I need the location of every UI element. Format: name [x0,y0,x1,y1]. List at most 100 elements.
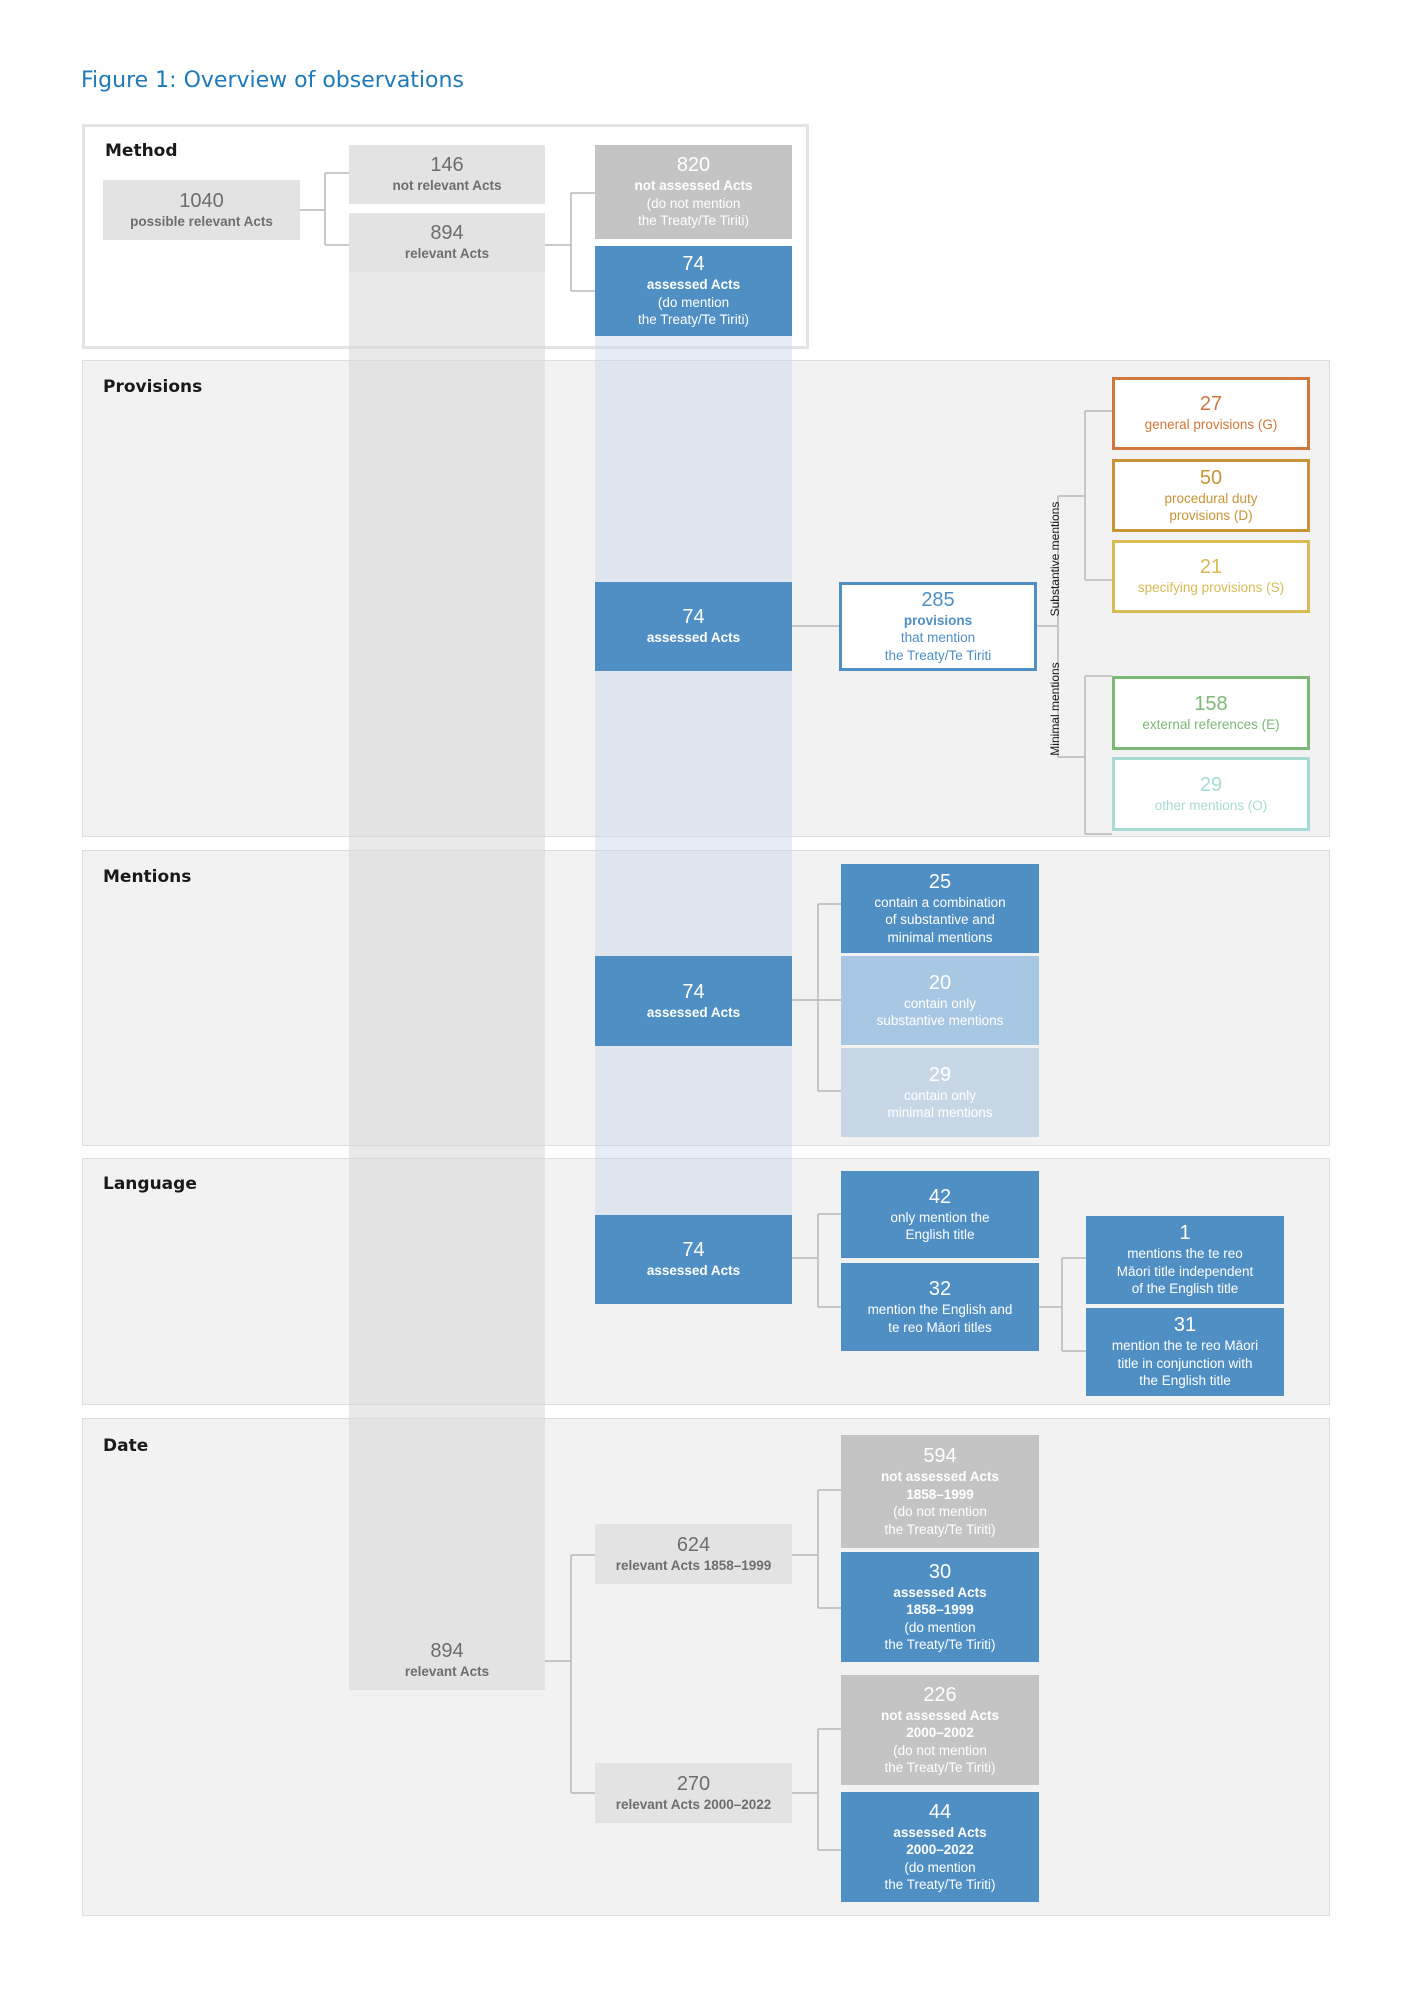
not-assessed-2000-2002-note: (do not mention the Treaty/Te Tiriti) [884,1742,996,1776]
not-relevant-acts-count: 146 [430,154,464,177]
not-assessed-acts-count: 820 [676,154,711,177]
assessed-1858-1999-box: 30 assessed Acts 1858–1999 (do mention t… [841,1552,1039,1662]
specifying-provisions-box: 21 specifying provisions (S) [1112,540,1310,613]
mentions-assessed-count: 74 [682,980,705,1003]
assessed-acts-label: assessed Acts [646,277,741,293]
language-assessed-acts-box: 74 assessed Acts [595,1215,792,1304]
not-assessed-1858-1999-count: 594 [923,1445,957,1467]
external-references-box: 158 external references (E) [1112,676,1310,750]
not-assessed-acts-box: 820 not assessed Acts (do not mention th… [595,145,792,239]
assessed-1858-1999-count: 30 [928,1560,952,1583]
provisions-total-label: provisions [903,612,973,628]
external-references-count: 158 [1194,692,1228,715]
combination-mentions-label: contain a combination of substantive and… [874,894,1006,945]
assessed-2000-2022-note: (do mention the Treaty/Te Tiriti) [884,1859,996,1893]
relevant-1858-1999-count: 624 [676,1533,711,1556]
not-assessed-2000-2002-label: not assessed Acts 2000–2002 [880,1707,1000,1741]
not-assessed-2000-2002-box: 226 not assessed Acts 2000–2002 (do not … [841,1675,1039,1785]
possible-relevant-acts-label: possible relevant Acts [130,213,273,229]
combination-mentions-box: 25 contain a combination of substantive … [841,864,1039,953]
not-assessed-1858-1999-box: 594 not assessed Acts 1858–1999 (do not … [841,1435,1039,1548]
only-minimal-box: 29 contain only minimal mentions [841,1048,1039,1137]
specifying-provisions-label: specifying provisions (S) [1137,580,1285,596]
both-titles-count: 32 [928,1278,952,1300]
mentions-assessed-acts-box: 74 assessed Acts [595,956,792,1046]
maori-conjunction-box: 31 mention the te reo Māori title in con… [1086,1308,1284,1396]
provisions-total-box: 285 provisions that mention the Treaty/T… [839,582,1037,671]
maori-independent-label: mentions the te reo Māori title independ… [1116,1246,1254,1297]
general-provisions-count: 27 [1199,393,1223,416]
date-relevant-count: 894 [430,1640,464,1663]
maori-independent-count: 1 [1179,1222,1191,1245]
mentions-label: Mentions [103,867,192,887]
only-substantive-box: 20 contain only substantive mentions [841,956,1039,1045]
both-titles-label: mention the English and te reo Māori tit… [867,1302,1013,1335]
provisions-label: Provisions [103,377,203,397]
english-title-only-box: 42 only mention the English title [841,1171,1039,1258]
language-assessed-label: assessed Acts [646,1263,741,1279]
only-substantive-count: 20 [928,971,952,994]
general-provisions-label: general provisions (G) [1144,417,1278,433]
minimal-mentions-caption: Minimal mentions [1048,662,1062,756]
only-substantive-label: contain only substantive mentions [876,995,1004,1029]
english-title-only-label: only mention the English title [890,1209,990,1243]
provisions-total-count: 285 [921,588,955,611]
combination-mentions-count: 25 [928,870,952,893]
possible-relevant-acts-count: 1040 [179,189,224,212]
maori-independent-box: 1 mentions the te reo Māori title indepe… [1086,1216,1284,1304]
relevant-acts-box: 894 relevant Acts [349,213,545,272]
relevant-1858-1999-box: 624 relevant Acts 1858–1999 [595,1524,792,1584]
provisions-assessed-count: 74 [682,606,705,629]
only-minimal-label: contain only minimal mentions [887,1087,993,1121]
assessed-acts-note: (do mention the Treaty/Te Tiriti) [637,294,750,328]
other-mentions-box: 29 other mentions (O) [1112,757,1310,831]
other-mentions-count: 29 [1199,773,1223,796]
mentions-assessed-label: assessed Acts [646,1004,741,1020]
date-label: Date [103,1436,149,1456]
method-label: Method [105,141,178,161]
specifying-provisions-count: 21 [1199,556,1223,579]
maori-conjunction-count: 31 [1173,1314,1197,1337]
not-assessed-1858-1999-note: (do not mention the Treaty/Te Tiriti) [884,1504,996,1537]
procedural-duty-provisions-count: 50 [1199,466,1223,489]
other-mentions-label: other mentions (O) [1154,797,1268,813]
substantive-mentions-caption: Substantive mentions [1048,501,1062,617]
not-assessed-acts-note: (do not mention the Treaty/Te Tiriti) [637,195,750,229]
assessed-acts-count: 74 [682,253,705,276]
assessed-2000-2022-box: 44 assessed Acts 2000–2022 (do mention t… [841,1792,1039,1902]
date-relevant-acts-box: 894 relevant Acts [349,1631,545,1690]
procedural-duty-provisions-box: 50 procedural duty provisions (D) [1112,459,1310,532]
assessed-2000-2022-label: assessed Acts 2000–2022 [893,1824,987,1858]
language-label: Language [103,1174,197,1194]
relevant-2000-2022-box: 270 relevant Acts 2000–2022 [595,1763,792,1823]
not-relevant-acts-label: not relevant Acts [392,178,502,194]
relevant-acts-band [349,272,545,1690]
provisions-assessed-acts-box: 74 assessed Acts [595,582,792,671]
relevant-2000-2022-count: 270 [676,1772,711,1795]
assessed-acts-band [595,336,792,1296]
assessed-2000-2022-count: 44 [928,1800,952,1823]
not-assessed-2000-2002-count: 226 [923,1683,957,1706]
assessed-acts-box: 74 assessed Acts (do mention the Treaty/… [595,246,792,336]
not-assessed-1858-1999-label: not assessed Acts 1858–1999 [880,1469,1000,1502]
provisions-assessed-label: assessed Acts [646,630,741,646]
english-title-only-count: 42 [928,1185,952,1208]
assessed-1858-1999-note: (do mention the Treaty/Te Tiriti) [884,1619,996,1653]
date-panel [82,1418,1330,1916]
date-relevant-label: relevant Acts [404,1664,490,1680]
both-titles-box: 32 mention the English and te reo Māori … [841,1263,1039,1351]
not-assessed-acts-label: not assessed Acts [634,178,753,194]
provisions-total-note: that mention the Treaty/Te Tiriti [884,630,992,663]
relevant-2000-2022-label: relevant Acts 2000–2022 [615,1796,772,1812]
relevant-acts-count: 894 [430,222,464,245]
maori-conjunction-label: mention the te reo Māori title in conjun… [1111,1338,1259,1389]
language-assessed-count: 74 [682,1239,705,1262]
relevant-1858-1999-label: relevant Acts 1858–1999 [615,1557,772,1573]
figure-title: Figure 1: Overview of observations [81,68,464,93]
not-relevant-acts-box: 146 not relevant Acts [349,145,545,204]
procedural-duty-provisions-label: procedural duty provisions (D) [1164,490,1258,524]
only-minimal-count: 29 [928,1063,952,1086]
assessed-1858-1999-label: assessed Acts 1858–1999 [893,1584,987,1618]
